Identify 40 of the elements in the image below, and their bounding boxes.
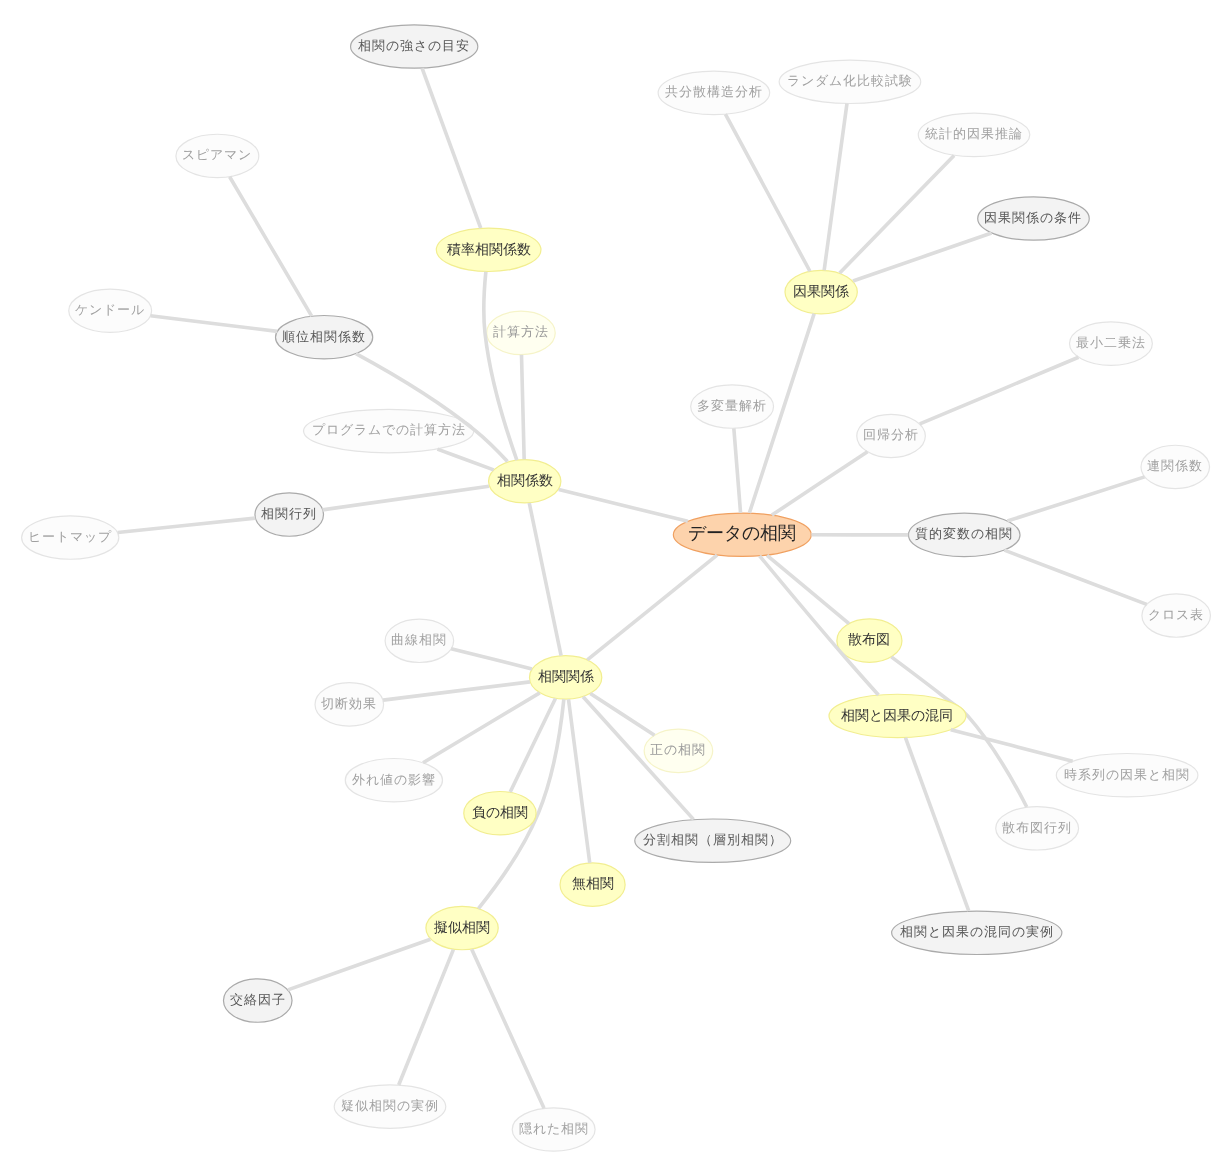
connector — [838, 153, 956, 274]
connector — [422, 690, 541, 764]
connector — [732, 427, 743, 513]
connector — [470, 947, 546, 1109]
connector — [586, 552, 719, 661]
connector — [919, 354, 1080, 425]
connector — [758, 553, 880, 696]
connector — [747, 312, 816, 513]
connector — [287, 936, 432, 991]
connector — [322, 483, 490, 511]
connector — [117, 515, 256, 534]
connector — [950, 726, 1074, 762]
node-ellipse: データの相関 — [672, 511, 812, 557]
connector — [508, 696, 558, 792]
connector — [397, 947, 456, 1085]
connector — [450, 645, 533, 670]
connector — [765, 552, 851, 625]
connector — [890, 654, 1029, 807]
connector — [482, 270, 519, 460]
connector — [589, 690, 656, 736]
connector — [382, 679, 531, 701]
connector — [228, 174, 314, 316]
connector — [811, 532, 909, 536]
connector — [527, 501, 563, 655]
connector — [1003, 547, 1148, 606]
connector — [558, 486, 689, 523]
connector — [770, 449, 869, 516]
connector — [852, 230, 993, 282]
connector — [420, 66, 483, 228]
connector — [581, 694, 695, 820]
connector — [436, 446, 495, 471]
connector — [150, 312, 278, 333]
connector — [903, 736, 971, 911]
connector — [1006, 474, 1146, 522]
connector — [566, 697, 592, 863]
connector — [723, 112, 812, 272]
connector — [822, 102, 849, 270]
connector — [519, 353, 526, 459]
connector — [477, 698, 566, 909]
connector — [355, 351, 509, 462]
